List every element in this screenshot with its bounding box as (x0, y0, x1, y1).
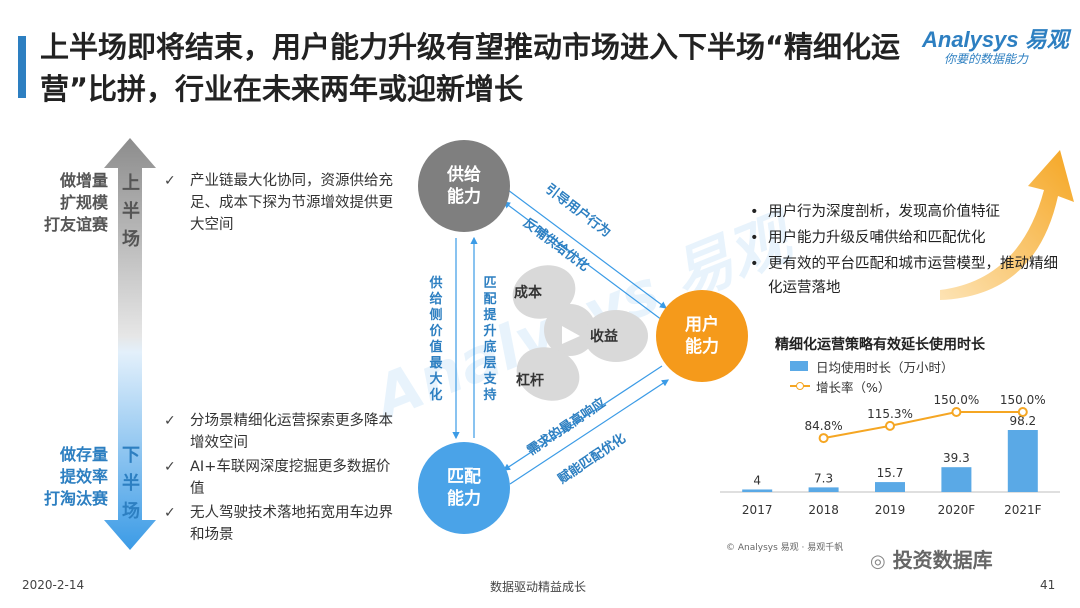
chart-title: 精细化运营策略有效延长使用时长 (775, 337, 985, 353)
half-stage-arrow (104, 138, 156, 550)
bar (808, 487, 839, 492)
supply-capability-node: 供给 能力 (418, 140, 510, 232)
list-item: ✓AI+车联网深度挖掘更多数据价值 (164, 456, 398, 500)
logo-text: Analysys 易观 (922, 27, 1069, 52)
bar-value-label: 7.3 (814, 471, 833, 485)
legend-item-growth: 增长率（%） (790, 376, 954, 396)
list-item: ✓分场景精细化运营探索更多降本增效空间 (164, 410, 398, 454)
growth-label: 84.8% (805, 419, 843, 433)
upper-half-arrow-text: 上 半 场 (122, 173, 140, 250)
analysys-logo: Analysys 易观 你要的数据能力 (922, 22, 1072, 78)
user-capability-bullets: •用户行为深度剖析，发现高价值特征 •用户能力升级反哺供给和匹配优化 •更有效的… (748, 200, 1068, 302)
footer-date: 2020-2-14 (22, 578, 85, 592)
prop-lever: 杠杆 (516, 373, 544, 389)
bar (941, 467, 972, 492)
list-item: •更有效的平台匹配和城市运营模型，推动精细化运营落地 (750, 256, 1058, 296)
check-icon: ✓ (164, 459, 176, 475)
bar (742, 489, 773, 492)
lower-half-arrow-text: 下 半 场 (122, 445, 140, 522)
upper-half-label: 做增量 扩规模 打友谊赛 (43, 171, 108, 234)
x-tick-label: 2018 (808, 503, 839, 517)
x-tick-label: 2019 (875, 503, 906, 517)
prop-cost: 成本 (514, 285, 542, 301)
capability-diagram: 供给 能力 匹配 能力 用户 能力 引导用户行为 反哺供给优化 供给侧价值最大化… (400, 130, 780, 550)
list-item: ✓无人驾驶技术落地拓宽用车边界和场景 (164, 502, 398, 546)
title-accent-bar (18, 36, 26, 98)
diagram-arrows (452, 189, 670, 485)
usage-chart: 4 2017 7.3 2018 15.7 2019 39.3 2020F 98.2 2021F 84… (720, 393, 1060, 517)
edge-label-supply-value: 供给侧价值最大化 (429, 276, 443, 403)
lower-half-checklist: ✓分场景精细化运营探索更多降本增效空间 ✓AI+车联网深度挖掘更多数据价值 ✓无… (164, 410, 398, 548)
x-tick-label: 2017 (742, 503, 773, 517)
check-icon: ✓ (164, 173, 176, 189)
growth-arrow-icon (940, 150, 1074, 300)
bar-value-label: 39.3 (943, 451, 970, 465)
bar (875, 482, 905, 492)
legend-item-usage: 日均使用时长（万小时） (790, 356, 954, 376)
list-item: •用户能力升级反哺供给和匹配优化 (750, 230, 986, 246)
bar (1007, 430, 1038, 492)
growth-label: 150.0% (1000, 393, 1046, 407)
growth-point (1017, 407, 1028, 417)
logo-slogan: 你要的数据能力 (944, 52, 1029, 66)
list-item: •用户行为深度剖析，发现高价值特征 (750, 204, 1000, 220)
list-item: ✓产业链最大化协同，资源供给充足、成本下探为节源增效提供更大空间 (164, 170, 398, 236)
check-icon: ✓ (164, 413, 176, 429)
growth-point (951, 407, 962, 417)
growth-point (818, 433, 829, 444)
x-tick-label: 2021F (1004, 503, 1042, 517)
check-icon: ✓ (164, 505, 176, 521)
growth-point (885, 420, 895, 431)
page-title: 上半场即将结束，用户能力升级有望推动市场进入下半场“精细化运营”比拼，行业在未来… (40, 30, 901, 106)
user-capability-node: 用户 能力 (656, 290, 748, 382)
upper-half-checklist: ✓产业链最大化协同，资源供给充足、成本下探为节源增效提供更大空间 (164, 170, 398, 238)
edge-label-match-support: 匹配提升底层支持 (483, 276, 497, 403)
prop-revenue: 收益 (590, 329, 618, 345)
growth-label: 115.3% (867, 407, 913, 421)
growth-line (823, 411, 1023, 440)
match-capability-node: 匹配 能力 (418, 442, 510, 534)
bar-value-label: 15.7 (877, 466, 904, 480)
chart-legend: 日均使用时长（万小时） 增长率（%） (790, 356, 954, 396)
page-number: 41 (1040, 578, 1056, 592)
lower-half-label: 做存量 提效率 打淘汰赛 (43, 445, 108, 508)
wechat-account: ◎ 投资数据库 (870, 548, 993, 572)
footer-slogan: 数据驱动精益成长 (490, 580, 587, 594)
x-tick-label: 2020F (938, 503, 976, 517)
bar-value-label: 4 (753, 473, 761, 487)
growth-label: 150.0% (934, 393, 980, 407)
source-note: © Analysys 易观 · 易观千帆 (726, 543, 844, 553)
wechat-icon: ◎ (870, 551, 886, 572)
bar-value-label: 98.2 (1009, 414, 1036, 428)
